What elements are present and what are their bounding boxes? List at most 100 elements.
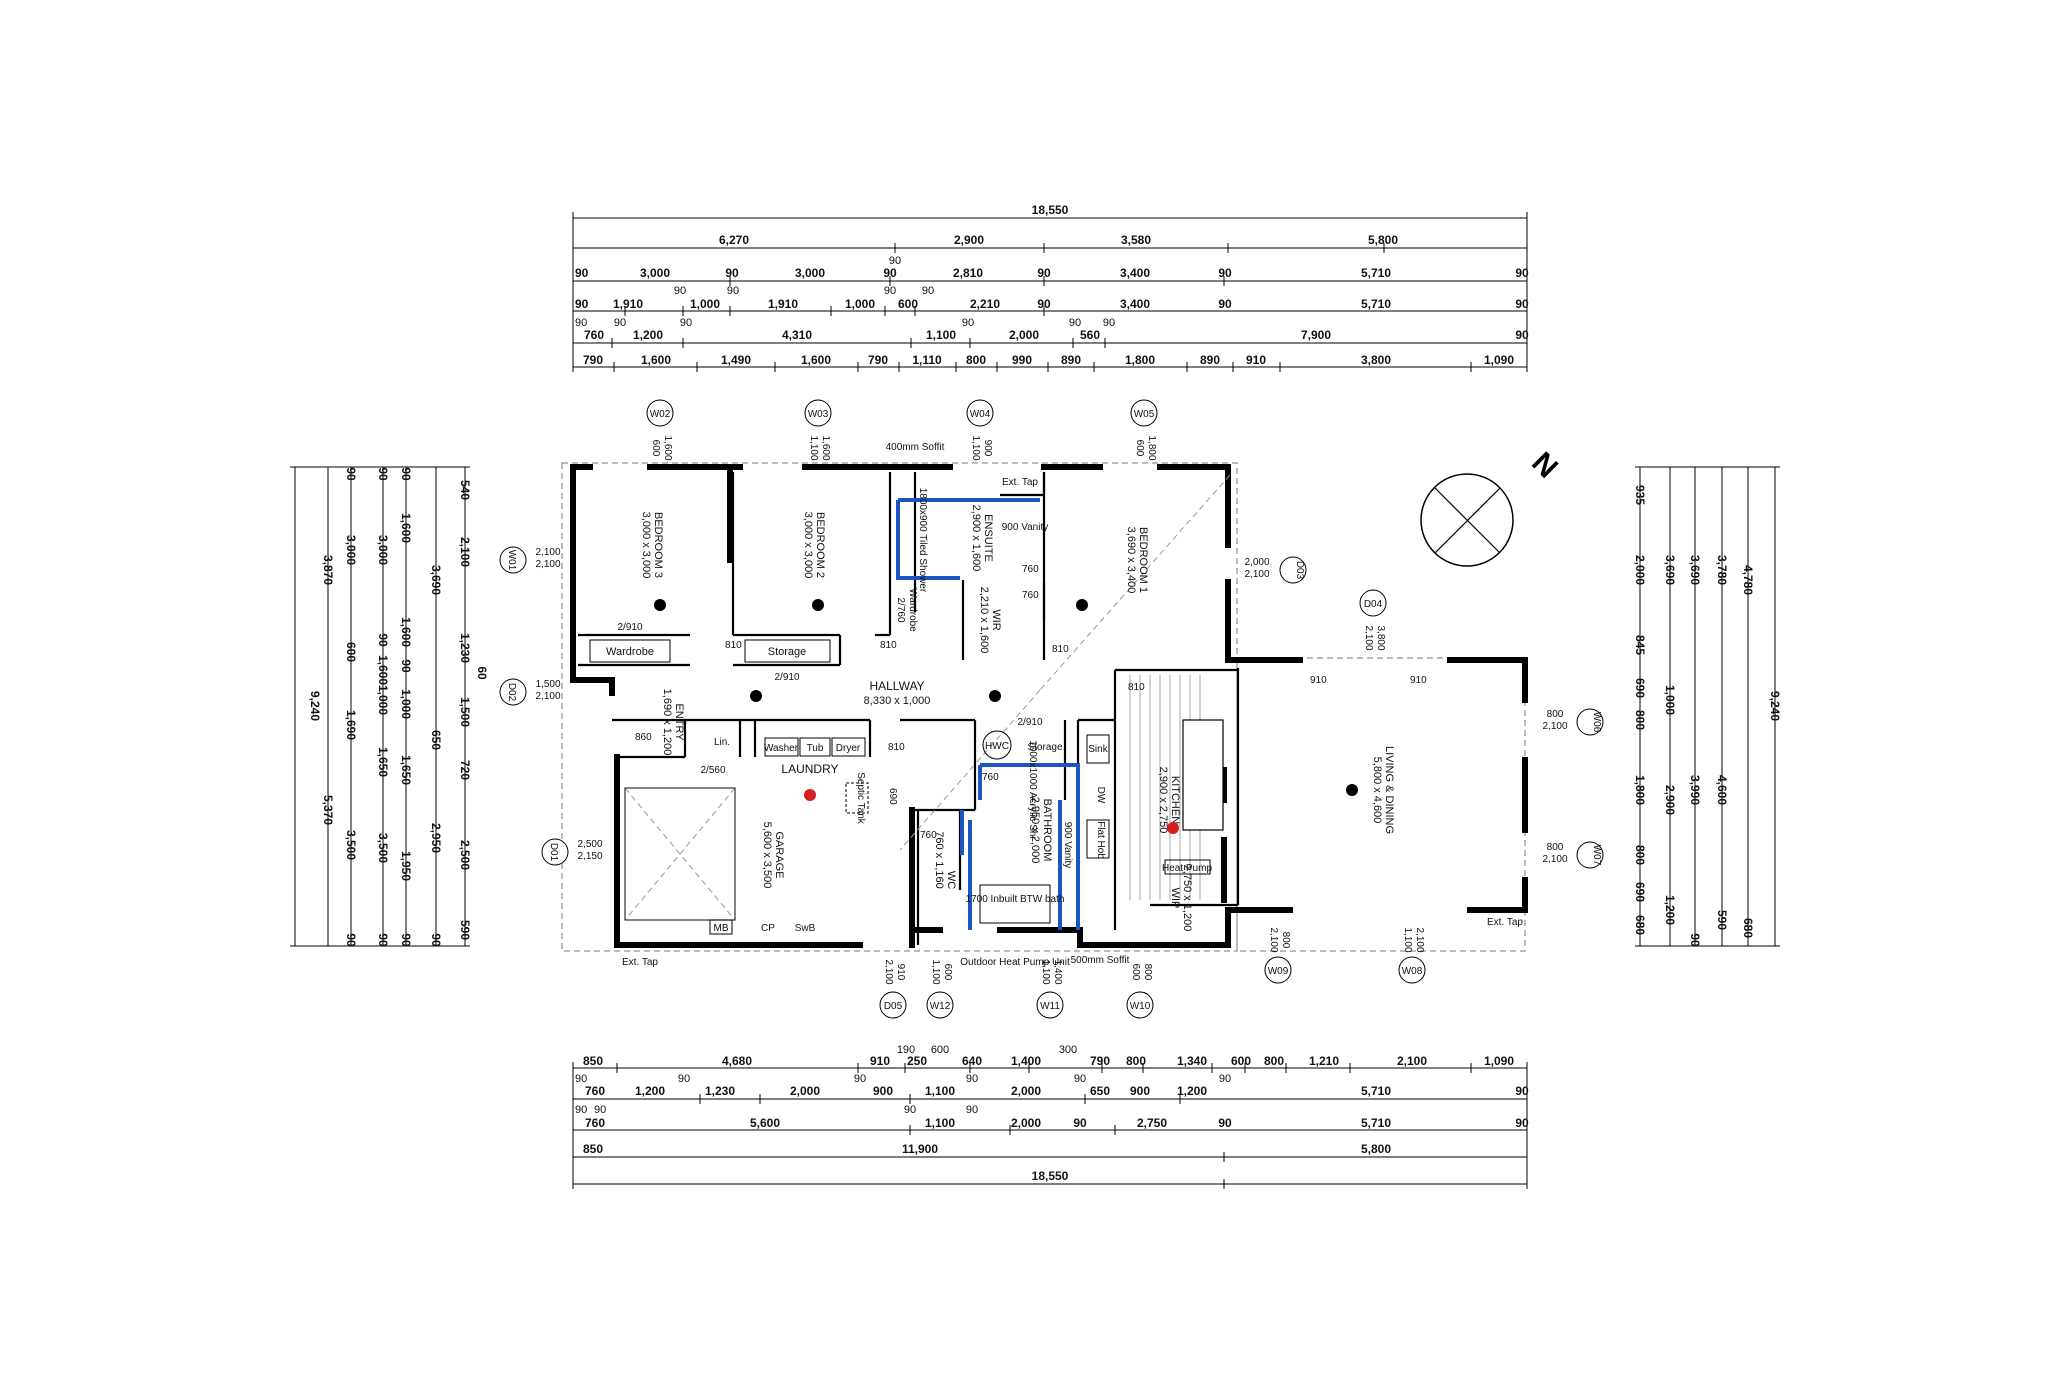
bath-shower-label: 1000x1000 Acrylic Shr	[1027, 740, 1038, 840]
dim: 680	[1633, 915, 1647, 935]
dim: 60	[475, 666, 489, 680]
window-id: W08	[1402, 966, 1423, 977]
dim: 1,910	[768, 297, 798, 311]
dim: 1,000	[845, 297, 875, 311]
sink-label: Sink	[1088, 744, 1108, 755]
dim: 760	[585, 1084, 605, 1098]
dim: 800	[1264, 1054, 1284, 1068]
window-size: 2,100	[535, 547, 560, 558]
dim: 690	[1633, 882, 1647, 902]
dim: 600	[931, 1044, 949, 1056]
window-id: W07	[1591, 845, 1602, 866]
window-tag-w07: W07 800 2,100	[1542, 841, 1604, 869]
dim: 300	[1059, 1044, 1077, 1056]
window-size: 2,100	[535, 559, 560, 570]
dim: 1,000	[1663, 685, 1677, 715]
window-id: D04	[1364, 599, 1383, 610]
room-bedroom-1-size: 3,690 x 3,400	[1125, 527, 1137, 594]
window-size: 2,100	[1244, 569, 1269, 580]
door-width: 810	[725, 640, 742, 651]
dim: 90	[680, 317, 692, 329]
dim: 1,000	[399, 689, 413, 719]
dim: 11,900	[902, 1142, 938, 1156]
dim: 90	[399, 467, 413, 481]
door-width: 760	[1022, 590, 1039, 601]
dim: 90	[1515, 266, 1529, 280]
dim: 3,000	[795, 266, 825, 280]
dim: 900	[873, 1084, 893, 1098]
dim: 1,200	[633, 328, 663, 342]
window-size: 600	[1134, 440, 1145, 457]
dim: 3,780	[1715, 555, 1729, 585]
septic-label: Septic Tank	[855, 772, 866, 825]
room-entry-size: 1,690 x 1,200	[661, 689, 673, 756]
light-symbols	[654, 599, 1358, 834]
dim: 90	[399, 659, 413, 673]
dim: 90	[1218, 297, 1232, 311]
dim: 5,710	[1361, 266, 1391, 280]
dim: 90	[1218, 1116, 1232, 1130]
dim: 800	[1126, 1054, 1146, 1068]
dim: 910	[1246, 353, 1266, 367]
dim: 1,600	[399, 513, 413, 543]
door-width: 760	[920, 830, 937, 841]
window-tag-w04: W04 1,100 900	[966, 399, 994, 461]
window-id: W04	[970, 409, 991, 420]
dim: 1,200	[1663, 895, 1677, 925]
window-id: D05	[884, 1001, 903, 1012]
dim: 7,900	[1301, 328, 1331, 342]
fixtures: Wardrobe 2/910 Storage 2/910 Wardrobe 2/…	[589, 442, 1523, 968]
hob-label: Flat Hob	[1095, 821, 1106, 859]
dim: 1,200	[635, 1084, 665, 1098]
dim: 760	[584, 328, 604, 342]
room-labels: BEDROOM 3 3,000 x 3,000 BEDROOM 2 3,000 …	[640, 505, 1395, 932]
window-tag-w05: W05 600 1,800	[1130, 399, 1158, 461]
room-ensuite: ENSUITE	[982, 514, 994, 562]
window-size: 800	[1280, 932, 1291, 949]
dim: 2,900	[1663, 785, 1677, 815]
dim: 3,690	[429, 565, 443, 595]
window-size: 2,100	[1363, 625, 1374, 650]
door-width: 690	[887, 788, 898, 805]
dim: 90	[922, 285, 934, 297]
window-tags: W02 600 1,600 W03 1,100 1,600 W04 1,100 …	[499, 399, 1604, 1019]
room-wc: WC	[945, 871, 957, 889]
dim: 5,800	[1361, 1142, 1391, 1156]
door-width: 760	[1022, 564, 1039, 575]
room-bedroom-1: BEDROOM 1	[1137, 527, 1149, 593]
dim-top-2: 2,900	[954, 233, 984, 247]
dim: 1,690	[344, 710, 358, 740]
dim: 650	[429, 730, 443, 750]
dim: 90	[1688, 933, 1702, 947]
dim: 540	[458, 480, 472, 500]
compass-icon	[1420, 473, 1514, 567]
wardrobe2-door-label: 2/760	[895, 597, 906, 622]
dim: 90	[575, 317, 587, 329]
garage-door-panel	[624, 787, 736, 921]
room-wir-size: 2,210 x 1,600	[978, 587, 990, 654]
dim: 90	[575, 1073, 587, 1085]
dim: 90	[678, 1073, 690, 1085]
window-size: 900	[982, 440, 993, 457]
room-living-dining-size: 5,800 x 4,600	[1371, 757, 1383, 824]
dim: 850	[583, 1054, 603, 1068]
dim: 90	[1515, 328, 1529, 342]
dim: 90	[344, 467, 358, 481]
dim: 90	[575, 297, 589, 311]
dim-top-90: 90	[889, 255, 901, 267]
window-size: 1,800	[1146, 435, 1157, 460]
dim: 1,100	[926, 328, 956, 342]
dim: 90	[725, 266, 739, 280]
window-id: W09	[1268, 966, 1289, 977]
window-size: 2,100	[1268, 927, 1279, 952]
light-symbol-icon	[989, 690, 1001, 702]
window-tag-w03: W03 1,100 1,600	[804, 399, 832, 461]
dim: 3,000	[640, 266, 670, 280]
window-size: 1,600	[662, 435, 673, 460]
dim-top-4: 5,800	[1368, 233, 1398, 247]
light-symbol-icon	[1076, 599, 1088, 611]
dim: 5,370	[321, 795, 335, 825]
window-size: 2,500	[577, 839, 602, 850]
dim: 2,810	[953, 266, 983, 280]
window-size: 600	[1130, 964, 1141, 981]
